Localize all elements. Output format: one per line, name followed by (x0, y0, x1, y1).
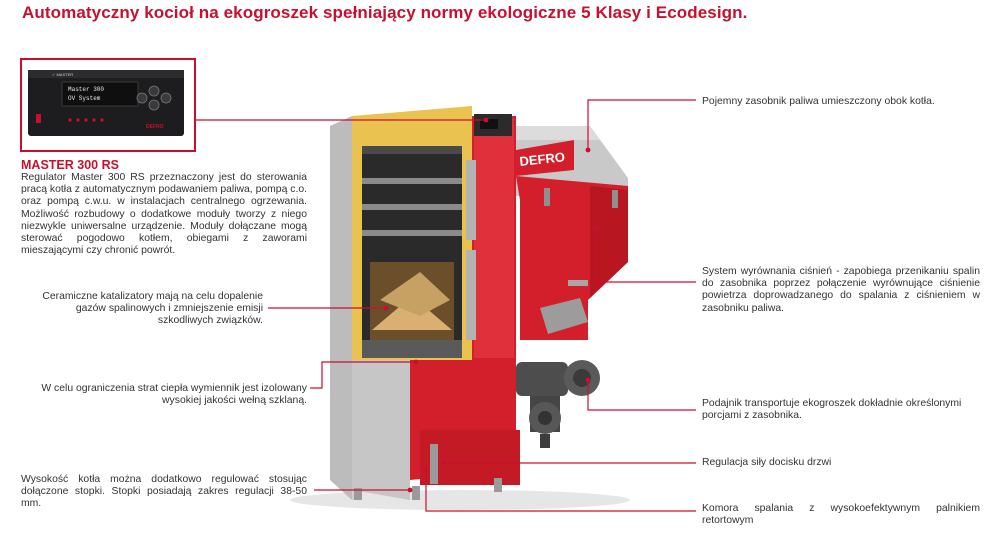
annotation-door-pressure: Regulacja siły docisku drzwi (702, 457, 832, 468)
down-button-icon (148, 99, 160, 111)
controller-panel-illustration: ✓ MASTER Master 300 OV System DEFRO (28, 70, 184, 136)
boiler-brand-logo: DEFRO (519, 149, 566, 169)
right-button-icon (160, 92, 172, 104)
leader-lines (196, 99, 696, 512)
annotation-combustion-chamber: Komora spalania z wysokoefektywnym palni… (702, 503, 980, 527)
leader-endpoints (383, 117, 599, 493)
controller-screen-line1: Master 300 (68, 86, 104, 93)
controller-description: Regulator Master 300 RS przeznaczony jes… (21, 172, 307, 257)
up-button-icon (148, 85, 160, 97)
annotation-insulation: W celu ograniczenia strat ciepła wymienn… (41, 383, 307, 407)
controller-name: MASTER 300 RS (21, 158, 119, 172)
annotation-ceramic-catalysts: Ceramiczne katalizatory mają na celu dop… (42, 291, 263, 327)
annotation-fuel-feeder: Podajnik transportuje ekogroszek dokładn… (702, 398, 962, 422)
controller-screen-line2: OV System (68, 95, 101, 102)
controller-brand-logo: DEFRO (146, 124, 164, 130)
annotation-adjustable-feet: Wysokość kotła można dodatkowo regulować… (21, 474, 307, 510)
controller-image-frame: ✓ MASTER Master 300 OV System DEFRO (20, 58, 196, 152)
annotation-fuel-hopper: Pojemny zasobnik paliwa umieszczony obok… (702, 96, 935, 107)
power-switch-icon (36, 114, 41, 123)
left-button-icon (136, 92, 148, 104)
page-title: Automatyczny kocioł na ekogroszek spełni… (22, 3, 748, 22)
svg-text:✓ MASTER: ✓ MASTER (52, 72, 73, 77)
annotation-pressure-equalization: System wyrównania ciśnień - zapobiega pr… (702, 266, 980, 314)
